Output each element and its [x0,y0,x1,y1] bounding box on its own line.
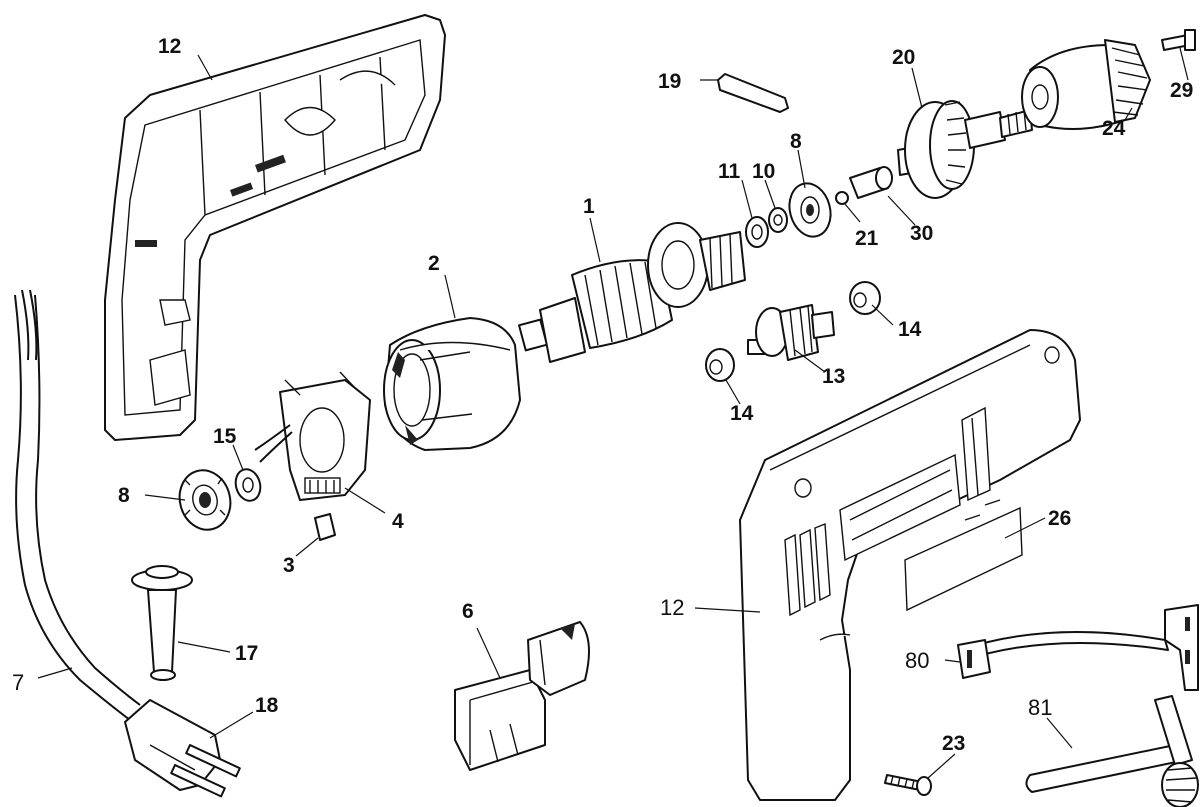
carbon-brush [314,513,336,541]
washer-11 [745,216,769,248]
label-17: 17 [235,642,258,665]
brush-holder [254,371,371,501]
label-7: 7 [12,670,24,695]
chuck-key [1025,695,1199,807]
label-1: 1 [583,195,595,218]
label-21: 21 [855,227,879,250]
label-4: 4 [392,510,404,533]
drill-chuck [1021,39,1151,130]
power-plug [124,699,241,798]
housing-half-left [104,14,446,441]
bearing-left [178,469,232,531]
label-12-right: 12 [660,595,684,620]
leader-lines [37,47,1189,779]
chuck-screw [1161,29,1196,51]
intermediate-gear [747,304,835,361]
steel-ball [835,191,849,205]
label-14-upper: 14 [898,318,922,341]
strain-relief [131,565,193,681]
housing-half-right [739,329,1081,801]
bushing [849,166,893,199]
armature [518,222,746,363]
retaining-pin [717,73,789,113]
label-23: 23 [942,732,965,755]
label-12-left: 12 [158,35,181,58]
bearing-right [788,182,832,238]
label-8-right: 8 [790,130,802,153]
spindle-gear [897,100,1033,199]
needle-bearing-upper [849,281,881,315]
label-81: 81 [1028,695,1052,720]
part-labels: 12 1 2 3 4 6 7 8 8 10 11 12 13 14 14 15 … [12,35,1193,755]
label-10: 10 [752,160,775,183]
label-15: 15 [213,425,237,448]
label-13: 13 [822,365,845,388]
label-29: 29 [1170,79,1193,102]
needle-bearing-lower [705,348,735,382]
washer-15 [234,468,262,502]
washer-10 [768,207,788,233]
label-30: 30 [910,222,933,245]
label-26: 26 [1048,507,1071,530]
label-18: 18 [255,694,279,717]
label-80: 80 [905,648,929,673]
trigger-switch [454,621,590,771]
label-19: 19 [658,70,681,93]
label-11: 11 [718,160,741,183]
side-handle-strap [957,604,1199,691]
label-24: 24 [1102,117,1126,140]
field-stator [383,317,521,451]
label-2: 2 [428,252,440,275]
label-6: 6 [462,600,474,623]
label-8-left: 8 [118,484,130,507]
label-3: 3 [283,554,295,577]
power-cord [14,289,141,721]
label-14-lower: 14 [730,402,754,425]
label-20: 20 [892,46,915,69]
housing-screw [884,774,932,796]
